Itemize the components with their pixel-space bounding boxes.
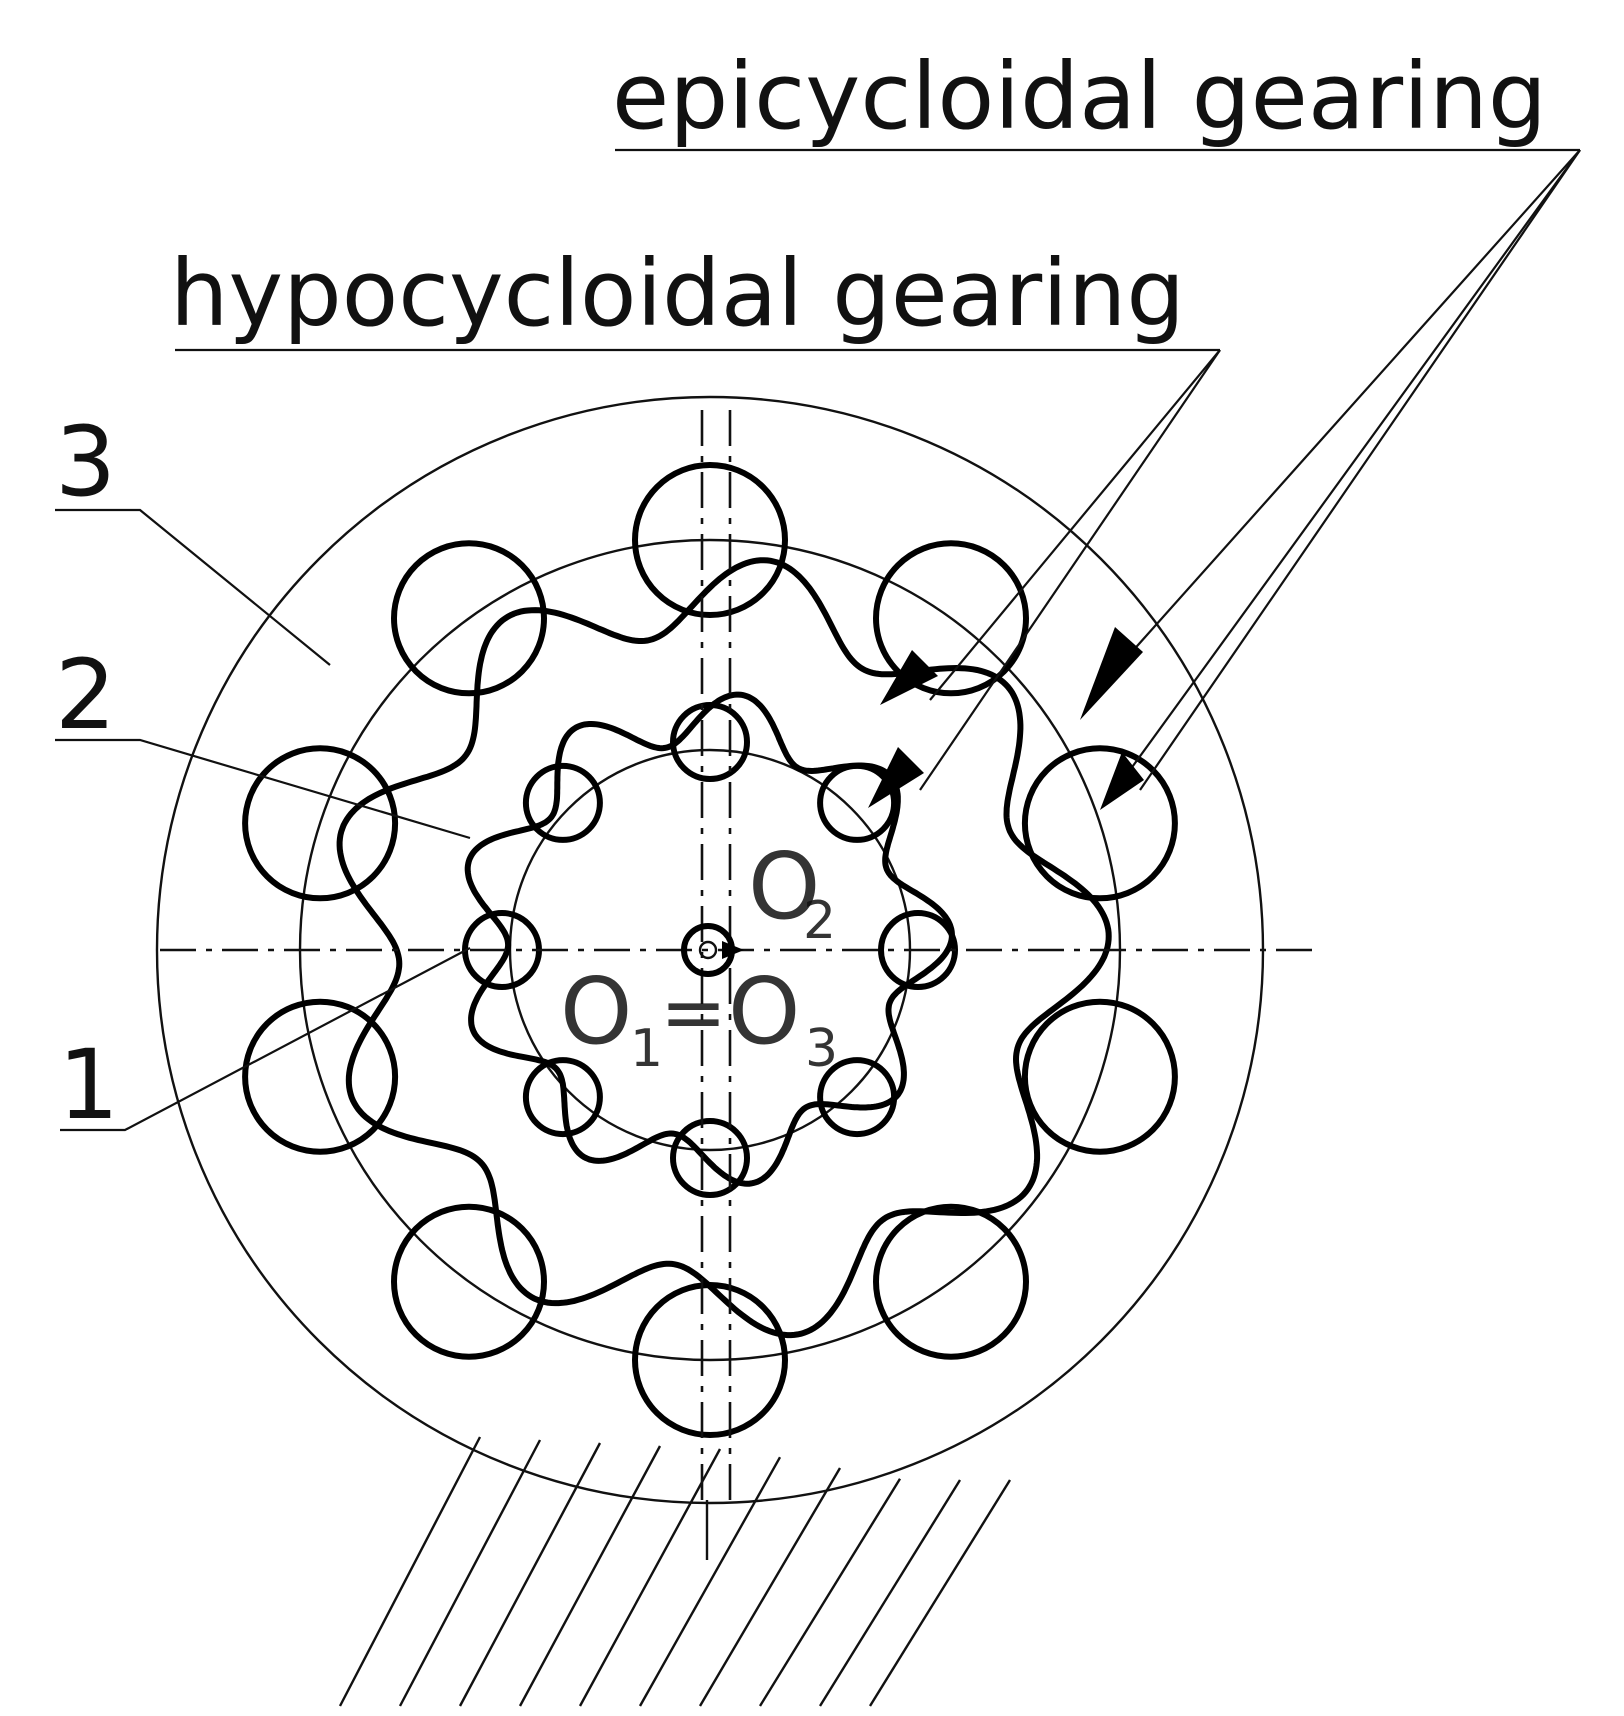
- epi-leader-3: [1139, 149, 1581, 791]
- inner-pin: [670, 1118, 750, 1198]
- outer-pin: [242, 998, 399, 1155]
- hub-arrow-icon: [722, 941, 744, 959]
- hatch-line: [758, 1478, 902, 1707]
- o2-main: O: [748, 833, 820, 940]
- part-3-label: 3: [55, 406, 116, 518]
- inner-pin: [670, 702, 750, 782]
- outer-pin: [242, 745, 399, 902]
- inner-pin: [522, 762, 603, 843]
- hypo-leader-1: [929, 349, 1221, 701]
- outer-pin: [391, 1203, 547, 1360]
- hypo-leader-2: [919, 349, 1221, 791]
- hatch-line: [458, 1442, 602, 1707]
- outer-pin: [873, 1203, 1029, 1360]
- outer-pin: [873, 540, 1029, 697]
- hatch-line: [398, 1439, 542, 1707]
- part-1-label: 1: [58, 1029, 119, 1141]
- o1-subscript: 1: [630, 1019, 663, 1079]
- inner-pin: [817, 762, 898, 843]
- outer-pin: [391, 540, 547, 697]
- hatch-line: [868, 1479, 1012, 1707]
- epi-arrow-1-icon: [1080, 627, 1143, 720]
- hub-inner-circle: [698, 940, 718, 960]
- part3-leader: [55, 508, 331, 666]
- inner-pin: [522, 1057, 603, 1138]
- inner-cycloidal-profile: [464, 691, 955, 1187]
- o1-main: O: [560, 958, 632, 1065]
- epi-leader-1: [1129, 149, 1581, 655]
- epi-leader-2: [1129, 149, 1581, 771]
- hypo-arrow-2-icon: [868, 747, 924, 808]
- equals-sign: =: [660, 966, 727, 1059]
- epicycloidal-gearing-label: epicycloidal gearing: [612, 43, 1547, 150]
- hatch-line: [338, 1436, 482, 1707]
- outer-pin: [1021, 745, 1178, 902]
- hatch-line: [818, 1479, 962, 1707]
- hypo-arrow-1-icon: [880, 650, 938, 705]
- hatch-line: [518, 1445, 662, 1707]
- part2-leader: [55, 738, 471, 840]
- o3-main: O: [728, 958, 800, 1065]
- hatch-line: [638, 1456, 782, 1707]
- base-hatching: [338, 1436, 1012, 1707]
- part1-leader: [60, 947, 471, 1132]
- o2-subscript: 2: [803, 891, 836, 951]
- epi-arrow-2-icon: [1100, 752, 1144, 810]
- hypocycloidal-gearing-label: hypocycloidal gearing: [170, 240, 1185, 347]
- o1-equals-o3-label: O 1 = O 3: [560, 958, 838, 1079]
- o3-subscript: 3: [805, 1019, 838, 1079]
- outer-pin: [1021, 998, 1178, 1155]
- hatch-line: [698, 1467, 842, 1707]
- part-2-label: 2: [55, 639, 116, 751]
- outer-pin-ring: [242, 462, 1178, 1438]
- outer-pin: [632, 462, 788, 618]
- hatch-line: [578, 1448, 722, 1707]
- o2-label: O 2: [748, 833, 836, 951]
